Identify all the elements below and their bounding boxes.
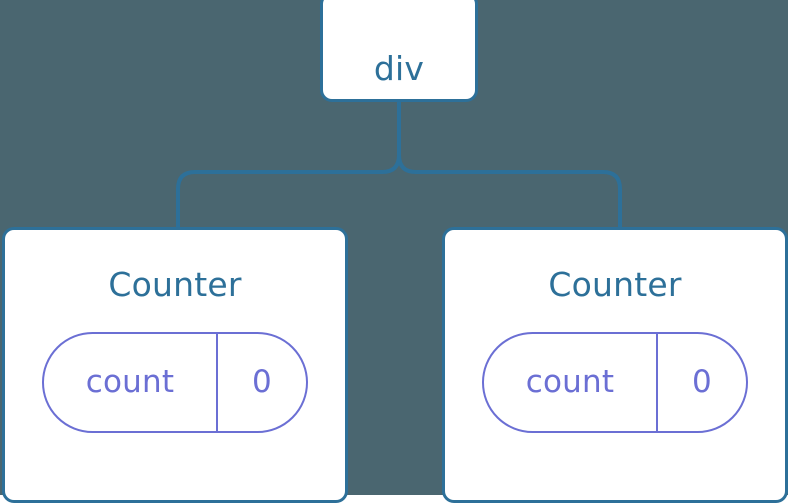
node-counter-1[interactable]: Counter count 0 [2,227,348,503]
state-key-label: count [85,364,175,400]
state-value-cell: 0 [658,334,746,431]
state-key-cell: count [44,334,218,431]
state-key-cell: count [484,334,658,431]
state-value-label: 0 [252,364,272,400]
connector-right [397,100,622,231]
state-value-cell: 0 [218,334,306,431]
node-counter-2[interactable]: Counter count 0 [442,227,788,503]
state-pill-counter-2[interactable]: count 0 [482,332,748,433]
state-value-label: 0 [692,364,712,400]
node-counter-1-label: Counter [108,265,242,304]
connector-left [176,100,401,231]
node-root-div[interactable]: div [320,0,478,102]
state-pill-counter-1[interactable]: count 0 [42,332,308,433]
state-key-label: count [525,364,615,400]
node-counter-2-label: Counter [548,265,682,304]
node-root-label: div [373,49,425,88]
